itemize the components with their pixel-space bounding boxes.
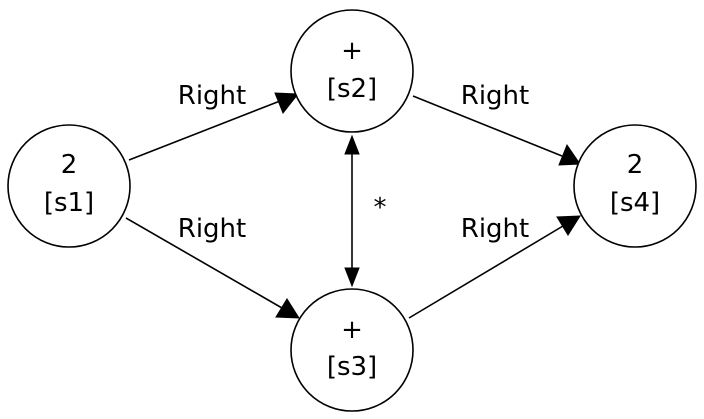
arrowhead: [275, 298, 300, 319]
arrowhead: [556, 215, 581, 236]
edge-label-s1-s2: Right: [178, 81, 246, 111]
node-id-label: [s4]: [610, 188, 660, 218]
edge-s3-s4: [408, 215, 581, 319]
edge-s2-s3: [344, 134, 360, 288]
node-id-label: [s2]: [327, 74, 377, 104]
node-value: 2: [627, 150, 644, 180]
node-s3: + [s3]: [290, 288, 414, 412]
node-id-label: [s1]: [44, 188, 94, 218]
node-value: +: [341, 315, 363, 345]
edge-s2-s4: [412, 95, 581, 166]
edge-s1-s3: [125, 217, 300, 319]
node-s4: 2 [s4]: [573, 124, 697, 248]
arrowhead: [344, 267, 360, 288]
node-id-label: [s3]: [327, 352, 377, 382]
edge-label-s1-s3: Right: [178, 214, 246, 244]
node-value: +: [341, 36, 363, 66]
arrowhead: [274, 92, 299, 114]
arrowhead: [344, 134, 360, 155]
arrowhead: [558, 143, 581, 166]
edge-s1-s2: [128, 92, 299, 161]
edge-label-s2-s3: *: [374, 193, 387, 223]
edge-label-s3-s4: Right: [461, 214, 529, 244]
node-s2: + [s2]: [290, 9, 414, 133]
node-s1: 2 [s1]: [7, 124, 131, 248]
node-value: 2: [61, 150, 78, 180]
edge-label-s2-s4: Right: [461, 81, 529, 111]
